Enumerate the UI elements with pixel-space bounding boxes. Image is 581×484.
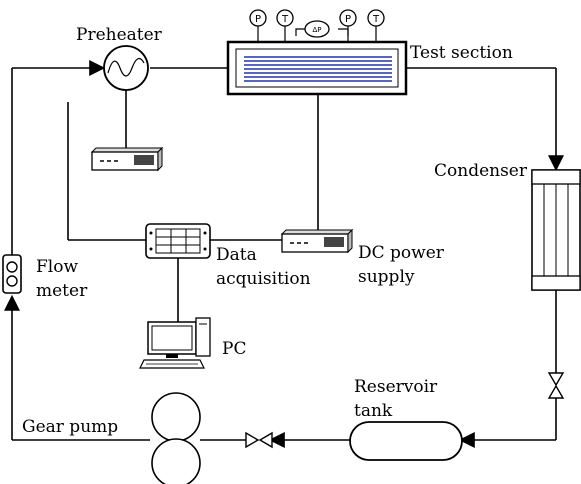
data-acq-label-line1: Data	[216, 245, 257, 265]
flow-meter-label-line2: meter	[36, 281, 88, 301]
data-acq-label-line2: acquisition	[216, 269, 311, 289]
temperature-gauge-outlet-label: T	[372, 14, 380, 25]
flow-meter-icon	[2, 254, 22, 294]
pc-label: PC	[222, 339, 246, 359]
differential-pressure-label: ΔP	[312, 26, 321, 34]
dc-power-supply-icon	[280, 228, 354, 254]
differential-pressure-gauge	[304, 20, 330, 38]
temperature-gauge-inlet	[276, 9, 294, 27]
pressure-gauge-inlet	[249, 9, 267, 27]
gear-pump-icon	[151, 392, 201, 484]
condenser-label: Condenser	[434, 161, 528, 181]
preheater-power-supply-icon	[90, 146, 164, 172]
pressure-gauge-inlet-label: P	[255, 14, 261, 25]
dc-power-label-line1: DC power	[358, 243, 445, 263]
pc-icon	[139, 317, 211, 369]
valve-condenser-icon	[547, 372, 565, 399]
temperature-gauge-inlet-label: T	[281, 14, 289, 25]
test-section-label: Test section	[410, 43, 513, 63]
preheater-coil-icon	[107, 57, 145, 77]
reservoir-label-line2: tank	[354, 401, 393, 421]
reservoir-tank-icon	[349, 421, 463, 461]
flow-meter-label-line1: Flow	[36, 257, 78, 277]
reservoir-label-line1: Reservoir	[354, 377, 438, 397]
temperature-gauge-outlet	[367, 9, 385, 27]
preheater-label: Preheater	[76, 25, 163, 45]
preheater-symbol	[103, 45, 149, 91]
pressure-gauge-outlet	[339, 9, 357, 27]
valve-pump-icon	[245, 431, 273, 449]
gear-pump-label: Gear pump	[22, 417, 118, 437]
condenser-icon	[531, 169, 581, 291]
test-section	[226, 40, 408, 96]
data-acquisition-icon	[145, 223, 211, 259]
dc-power-label-line2: supply	[358, 267, 415, 287]
pressure-gauge-outlet-label: P	[345, 14, 351, 25]
